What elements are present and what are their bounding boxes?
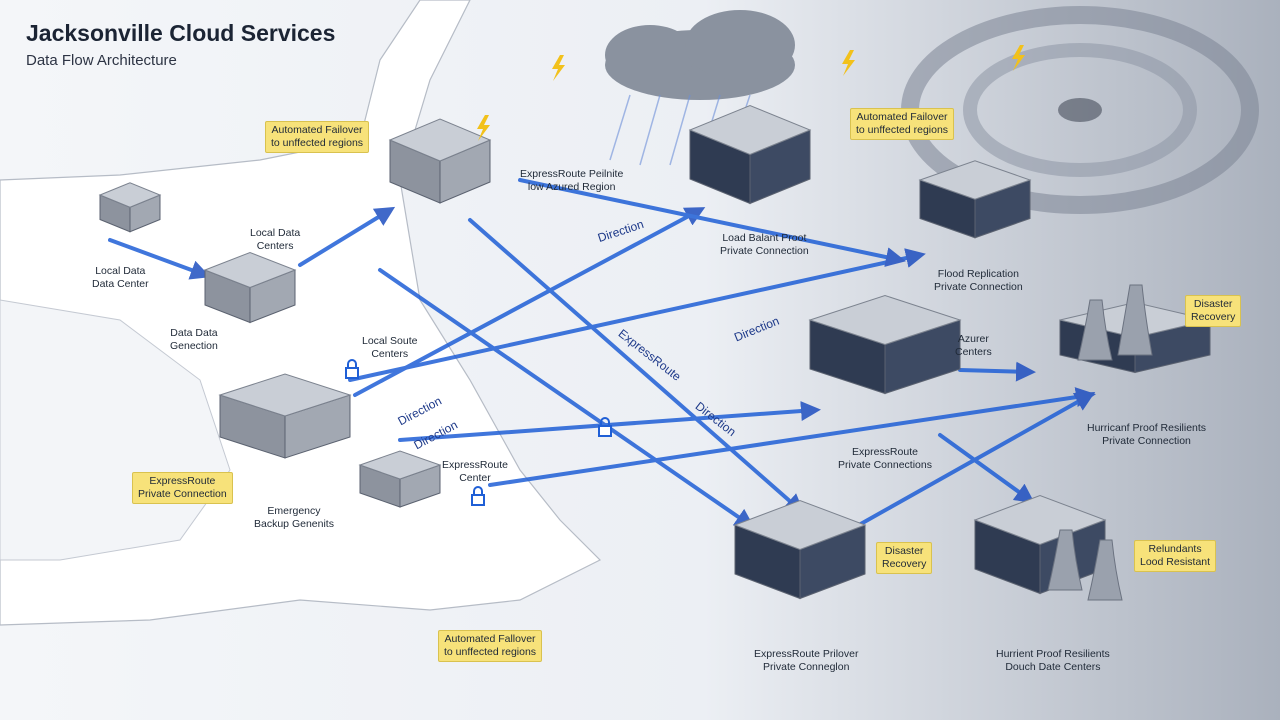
flow-arrow xyxy=(353,207,706,397)
building-icon xyxy=(388,118,492,204)
label-expressroute-failover: ExpressRoute Prilover Private Conneglon xyxy=(754,648,859,673)
label-load-balant: Load Balant Proot Private Connection xyxy=(720,232,809,257)
label-local-route-centers: Local Soute Centers xyxy=(362,335,418,360)
flow-arrow xyxy=(938,433,1035,504)
label-hurricane-proof-2: Hurrient Proof Resilients Douch Date Cen… xyxy=(996,648,1110,673)
flow-arrow xyxy=(518,178,906,267)
building-icon xyxy=(203,251,297,324)
flow-arrow xyxy=(488,387,1096,487)
lightning-icon xyxy=(477,45,1025,141)
server-rack-icon xyxy=(808,294,962,395)
label-expressroute-center: ExpressRoute Center xyxy=(442,459,508,484)
callout-failover-3: Automated Fallover to unffected regions xyxy=(438,630,543,662)
flow-arrow xyxy=(298,206,396,267)
page-subtitle: Data Flow Architecture xyxy=(26,52,177,69)
label-local-data-center: Local Data Data Center xyxy=(92,265,149,290)
callout-redundant: Relundants Lood Resistant xyxy=(1134,540,1217,572)
label-hurricane-proof-1: Hurricanf Proof Resilients Private Conne… xyxy=(1087,422,1207,447)
callout-failover-2: Automated Failover to unffected regions xyxy=(850,108,955,140)
flow-arrow xyxy=(378,268,755,529)
label-data-connection: Data Data Genection xyxy=(170,327,218,352)
building-icon xyxy=(98,182,162,233)
callout-expressroute: ExpressRoute Private Connection xyxy=(132,472,233,504)
flow-arrow xyxy=(468,218,805,514)
label-flood-replication: Flood Replication Private Connection xyxy=(934,268,1023,293)
callout-disaster-recovery-2: Disaster Recovery xyxy=(876,542,933,574)
lock-icon xyxy=(471,486,485,506)
building-icon xyxy=(358,450,442,508)
label-expressroute-connections: ExpressRoute Private Connections xyxy=(838,446,932,471)
flow-arrow xyxy=(958,361,1036,382)
flow-arrow xyxy=(108,238,211,280)
label-azure-centers: Azurer Centers xyxy=(955,333,992,358)
label-expressroute-region: ExpressRoute Peilnite low Azured Region xyxy=(520,168,624,193)
flow-arrow xyxy=(848,392,1096,532)
lock-icon xyxy=(345,359,359,379)
callout-disaster-recovery-1: Disaster Recovery xyxy=(1185,295,1242,327)
cooling-tower-icon xyxy=(1047,284,1153,601)
server-rack-icon xyxy=(688,104,812,205)
storm-cloud-icon xyxy=(605,10,795,100)
server-rack-icon xyxy=(918,160,1032,239)
server-rack-icon xyxy=(733,499,867,600)
lock-icon xyxy=(598,417,612,437)
callout-failover-1: Automated Failover to unffected regions xyxy=(265,121,370,153)
building-icon xyxy=(218,373,352,459)
page-title: Jacksonville Cloud Services xyxy=(26,20,336,46)
label-local-data-centers: Local Data Centers xyxy=(250,227,301,252)
flow-arrow xyxy=(348,248,926,382)
label-emergency-backup: Emergency Backup Genenits xyxy=(254,505,334,530)
